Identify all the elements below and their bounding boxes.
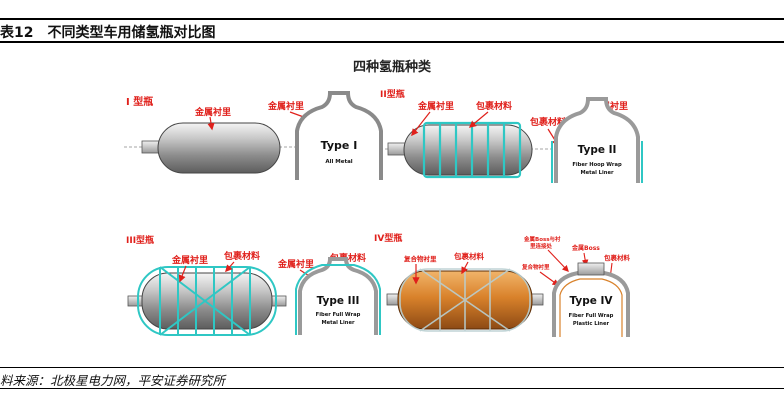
panel-type-1: I 型瓶 金属衬里 金属衬里 Type I All Metal bbox=[124, 91, 383, 180]
type4-dome-sub2: Plastic Liner bbox=[573, 321, 610, 327]
type4-boss bbox=[577, 262, 605, 276]
type3-liner-label: 金属衬里 bbox=[171, 254, 208, 266]
type3-cylinder bbox=[141, 272, 273, 330]
source-rule-top bbox=[0, 367, 784, 368]
type1-liner-label: 金属衬里 bbox=[194, 106, 231, 118]
table-title: 表12 不同类型车用储氢瓶对比图 bbox=[0, 25, 216, 41]
figure-heading: 四种氢瓶种类 bbox=[353, 59, 432, 75]
type2-dome-sub2: Metal Liner bbox=[580, 170, 614, 176]
type2-liner-label: 金属衬里 bbox=[417, 100, 454, 112]
type4-label: IV型瓶 bbox=[374, 232, 402, 244]
type1-label: I 型瓶 bbox=[126, 95, 153, 108]
source-note: 料来源：北极星电力网，平安证券研究所 bbox=[0, 373, 226, 388]
type4-dome-sub1: Fiber Full Wrap bbox=[569, 313, 614, 319]
type3-liner-arrow bbox=[178, 265, 187, 283]
type3-dome-sub1: Fiber Full Wrap bbox=[316, 312, 361, 318]
type3-dome-sub2: Metal Liner bbox=[321, 320, 355, 326]
type4-dome-boss-label-1: 金属Boss与衬 bbox=[523, 235, 561, 243]
type2-wrap-label: 包裹材料 bbox=[475, 100, 512, 112]
type2-dome-wrap-label: 包裹材料 bbox=[529, 116, 566, 128]
type4-dome-liner-line bbox=[559, 278, 623, 337]
type3-dome-title: Type III bbox=[317, 295, 360, 307]
type2-label: II型瓶 bbox=[380, 88, 405, 100]
hydrogen-tank-figure: 四种氢瓶种类 I 型瓶 金属衬里 金属衬里 Type I All Metal I… bbox=[0, 45, 784, 365]
type3-wrap-label: 包裹材料 bbox=[223, 250, 260, 262]
type3-label: III型瓶 bbox=[126, 234, 154, 246]
type1-dome-title: Type I bbox=[321, 139, 358, 152]
type4-dome-boss-label-2: 里连接处 bbox=[530, 242, 553, 250]
type2-dome-sub1: Fiber Hoop Wrap bbox=[572, 162, 622, 168]
type2-nozzle bbox=[387, 142, 407, 156]
type1-nozzle bbox=[141, 140, 161, 154]
type4-dome-title: Type IV bbox=[569, 295, 613, 307]
type4-dome-liner-arrow bbox=[539, 271, 560, 286]
type1-cylinder bbox=[157, 122, 281, 174]
panel-type-3: III型瓶 金属衬里 包裹材料 金属衬里 包裹材料 Type III Fiber… bbox=[126, 234, 381, 336]
type4-liner-label: 复合物衬里 bbox=[403, 254, 437, 263]
type4-wrap-label: 包裹材料 bbox=[453, 251, 484, 261]
type3-dome bbox=[298, 257, 378, 335]
type3-wrap-arrow bbox=[225, 261, 235, 273]
type3-dome-liner-label: 金属衬里 bbox=[277, 258, 314, 270]
type4-dome-wrap-label: 包裹材料 bbox=[604, 253, 631, 262]
type2-dome-title: Type II bbox=[578, 144, 617, 156]
type4-dome-liner-label: 复合物衬里 bbox=[521, 263, 550, 271]
type1-liner-arrow bbox=[207, 116, 215, 131]
type4-dome-boss-label: 金属Boss bbox=[571, 244, 600, 252]
type3-full-wraps bbox=[137, 266, 277, 336]
bottom-rule bbox=[0, 388, 784, 389]
type2-cylinder bbox=[403, 124, 533, 176]
type1-dome-liner-label: 金属衬里 bbox=[267, 100, 304, 112]
type4-wrap-arrow bbox=[461, 261, 469, 275]
type1-dome bbox=[295, 91, 383, 180]
title-rule bbox=[0, 41, 784, 43]
type2-dome bbox=[554, 97, 640, 183]
type3-dome-wrap bbox=[295, 264, 381, 335]
type2-dome-hoop bbox=[551, 141, 643, 183]
type2-liner-arrow bbox=[411, 111, 431, 137]
type2-wrap-arrow bbox=[468, 111, 489, 128]
type4-boss-arrow bbox=[547, 249, 569, 272]
top-rule bbox=[0, 18, 784, 20]
type2-hoop-wraps bbox=[422, 121, 522, 179]
panel-type-4: IV型瓶 复合物衬里 包裹材料 金属Boss与衬 里连接处 金属Boss 包裹材… bbox=[374, 232, 631, 337]
panel-type-2: II型瓶 金属衬里 包裹材料 包裹材料 金属衬里 Type II Fiber H… bbox=[380, 88, 643, 183]
type1-dome-sub: All Metal bbox=[325, 159, 352, 165]
